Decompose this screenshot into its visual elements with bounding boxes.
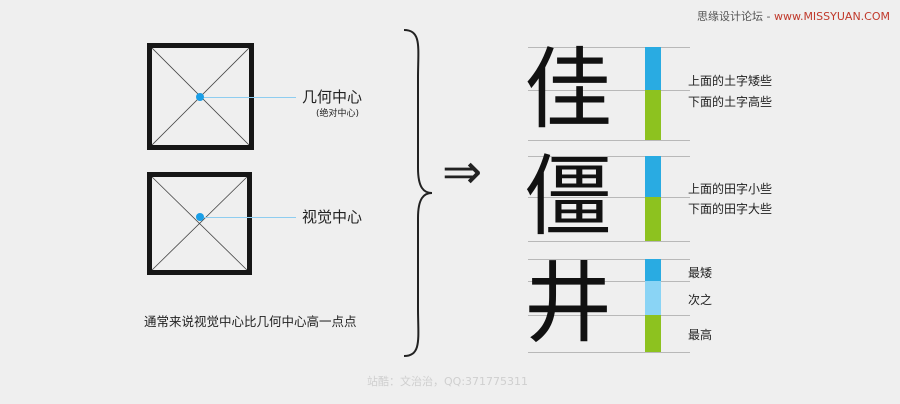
geometric-center-leader [204,97,296,98]
guide-line [528,197,690,198]
character-jiang: 僵 [524,145,613,248]
double-arrow-icon: ⇒ [442,144,483,200]
caption: 通常来说视觉中心比几何中心高一点点 [144,314,357,329]
diagonal-lines [152,177,247,270]
visual-center-leader [204,217,296,218]
guide-line [528,140,690,141]
character-jing: 井 [524,252,613,355]
guide-line [528,241,690,242]
guide-line [528,47,690,48]
guide-line [528,315,690,316]
curly-brace [403,29,433,357]
guide-line [528,352,690,353]
watermark-site: 思缘设计论坛 [696,10,763,23]
middle-part-bar [645,281,661,315]
geometric-center-label: 几何中心 [302,88,363,106]
guide-line [528,156,690,157]
character-jia: 佳 [524,38,613,141]
guide-line [528,281,690,282]
note-upper: 上面的田字小些 [688,182,773,196]
geometric-center-dot [196,93,204,101]
note-bottom: 最高 [688,328,713,342]
lower-part-bar [645,197,661,241]
bottom-part-bar [645,315,661,352]
visual-center-square [147,172,252,275]
watermark: 思缘设计论坛 - www.MISSYUAN.COM [696,10,890,23]
note-top: 最矮 [688,266,713,280]
note-lower: 下面的土字高些 [688,95,773,109]
author-credit: 站酷：文治治，QQ:371775311 [367,375,529,388]
upper-part-bar [645,47,661,90]
guide-line [528,90,690,91]
guide-line [528,259,690,260]
note-lower: 下面的田字大些 [688,202,773,216]
watermark-url: www.MISSYUAN.COM [773,10,890,23]
visual-center-dot [196,213,204,221]
visual-center-label: 视觉中心 [302,208,363,226]
note-middle: 次之 [688,293,713,307]
upper-part-bar [645,156,661,197]
absolute-center-label: (绝对中心) [316,109,360,119]
lower-part-bar [645,90,661,140]
top-part-bar [645,259,661,281]
note-upper: 上面的土字矮些 [688,74,773,88]
